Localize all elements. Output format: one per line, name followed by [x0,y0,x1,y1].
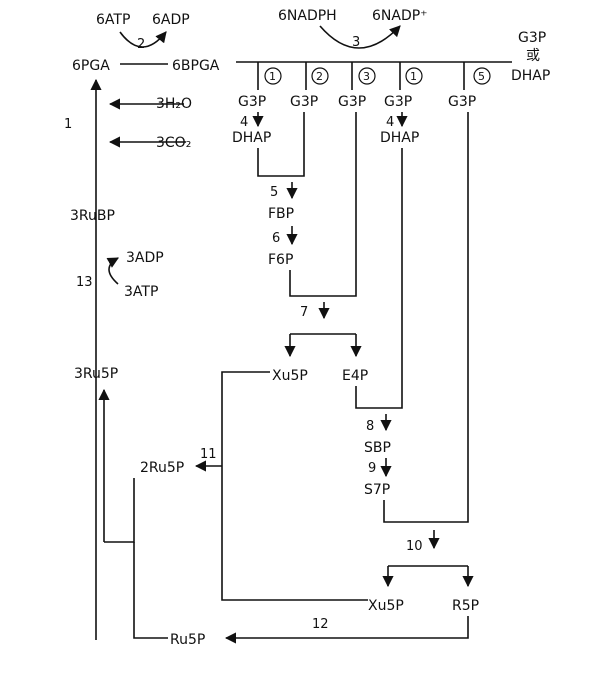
g3p-c-label: G3P [338,94,366,110]
atp3-label: 3ATP [124,284,158,300]
step7-join [289,112,357,297]
step9-label: 9 [368,461,376,476]
g3p-e-label: G3P [448,94,476,110]
h2o3-label: 3H₂O [156,96,192,112]
step8-join [355,148,403,409]
or-label: 或 [526,48,540,64]
circle-2 [311,67,329,85]
atp-use-arc [106,257,119,285]
ru5p-collect [133,542,168,639]
r5p-to-ru5p [224,616,469,644]
rubp3-label: 3RuBP [70,208,115,224]
fbp-label: FBP [268,206,294,222]
nadph6-label: 6NADPH [278,8,337,24]
circ5-label: 5 [478,70,485,83]
g3p-d-label: G3P [384,94,412,110]
r5p-label: R5P [452,598,479,614]
step4b-label: 4 [386,115,394,130]
atp-consumption-arc [119,31,167,48]
step12-label: 12 [312,617,329,632]
step3-label: 3 [352,35,360,50]
step2-label: 2 [137,37,145,52]
g3p-top-label: G3P [518,30,546,46]
xu5p-a-label: Xu5P [272,368,308,384]
circle-5 [473,67,491,85]
e4p-label: E4P [342,368,368,384]
ru5p2-label: 2Ru5P [140,460,184,476]
step4a-label: 4 [240,115,248,130]
circle-3 [358,67,376,85]
g3p-b-label: G3P [290,94,318,110]
g3p-a-label: G3P [238,94,266,110]
step10-label: 10 [406,539,423,554]
step11-label: 11 [200,447,217,462]
dhap-top-label: DHAP [511,68,550,84]
ru5p-label: Ru5P [170,632,205,648]
step13-label: 13 [76,275,93,290]
dhap-b-label: DHAP [380,130,419,146]
nadph-consumption-arc [319,25,401,49]
bpga6-label: 6BPGA [172,58,220,74]
circ1a-label: 1 [269,70,276,83]
ru5p3-label: 3Ru5P [74,366,118,382]
f6p-label: F6P [268,252,293,268]
xu5p-b-label: Xu5P [368,598,404,614]
step8-label: 8 [366,419,374,434]
step6-label: 6 [272,231,280,246]
fbp-join [257,112,305,177]
adp6-label: 6ADP [152,12,190,28]
step1-label: 1 [64,117,72,132]
s7p-label: S7P [364,482,390,498]
atp6-label: 6ATP [96,12,130,28]
sbp-label: SBP [364,440,391,456]
dhap-a-label: DHAP [232,130,271,146]
step7-label: 7 [300,305,308,320]
xu5p-a-route [221,371,368,601]
circle-1b [405,67,423,85]
adp3-label: 3ADP [126,250,164,266]
step10-join [383,112,469,523]
circ1b-label: 1 [410,70,417,83]
pga6-label: 6PGA [72,58,110,74]
step5-label: 5 [270,185,278,200]
ru5p2-collect [104,478,135,543]
circ2-label: 2 [316,70,323,83]
circle-1a [264,67,282,85]
circ3-label: 3 [363,70,370,83]
nadp6-label: 6NADP⁺ [372,8,428,24]
co2-3-label: 3CO₂ [156,135,191,151]
